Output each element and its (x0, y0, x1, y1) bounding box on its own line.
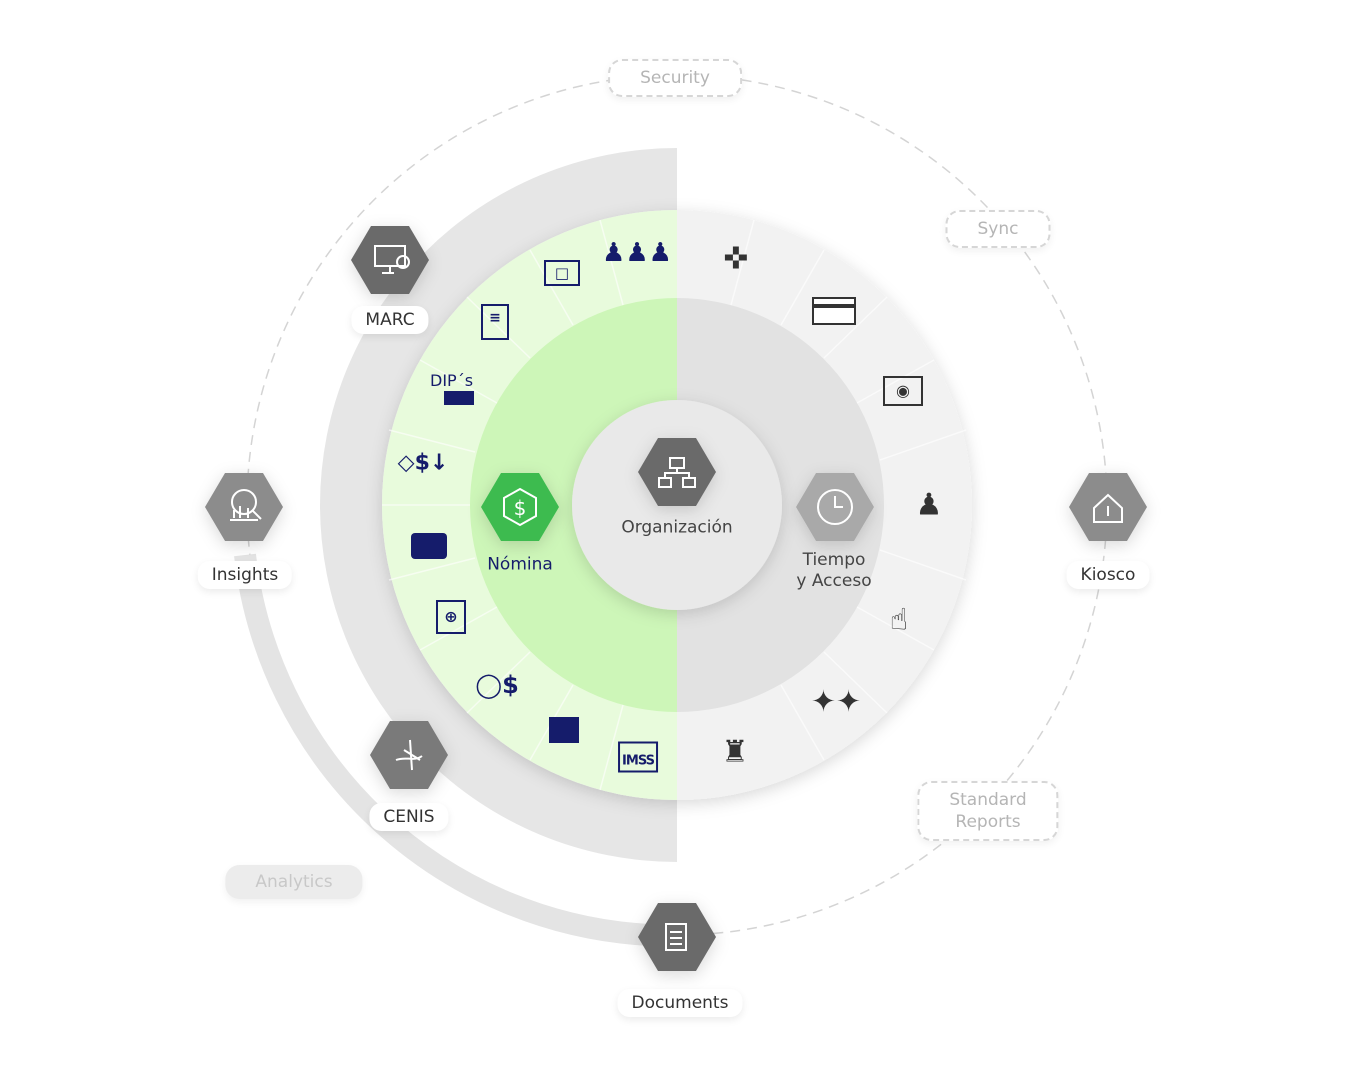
hexagons (205, 226, 1147, 971)
briefcase-icon[interactable] (411, 533, 447, 559)
home-info-icon (1093, 493, 1123, 523)
worker-icon[interactable]: ♜ (721, 734, 749, 770)
marc-label[interactable]: MARC (351, 306, 429, 334)
fingerprint-monitor-icon[interactable]: ◉ (883, 376, 923, 406)
document-add-icon[interactable]: ≡ (481, 304, 509, 340)
cart-icon[interactable]: □ (544, 260, 580, 286)
employees-icon[interactable]: ♟♟♟ (602, 238, 672, 268)
fork-knife-icon[interactable]: ✜ (723, 241, 749, 277)
dips-icon[interactable]: DIP´s (430, 371, 474, 405)
nomina-label[interactable]: Nómina (487, 554, 553, 575)
insights-label[interactable]: Insights (197, 561, 293, 589)
nomina-hexagon (481, 473, 559, 541)
credit-card-icon[interactable] (812, 297, 856, 325)
dips-text: DIP´s (430, 371, 474, 390)
dollar-icon (503, 487, 537, 527)
cenis-hexagon (370, 721, 448, 789)
tiempo-label-line2: y Acceso (796, 571, 872, 591)
safe-icon[interactable]: ⊕ (436, 600, 466, 634)
chart-magnifier-icon (230, 489, 262, 521)
signature-icon (395, 739, 423, 771)
imss-text: IMSS (622, 753, 655, 769)
documents-label[interactable]: Documents (617, 989, 743, 1017)
hand-pointer-icon[interactable]: ☝ (889, 602, 909, 638)
user-lock-icon[interactable]: ♟ (915, 487, 943, 523)
analytics-tag: Analytics (225, 865, 363, 899)
marc-hexagon (351, 226, 429, 294)
clock-icon (817, 489, 853, 525)
kiosco-label[interactable]: Kiosco (1066, 561, 1150, 589)
center-label[interactable]: Organización (621, 517, 733, 538)
documents-icon (665, 923, 687, 951)
people-walking-icon[interactable]: ✦✦ (810, 684, 862, 720)
cenis-label[interactable]: CENIS (369, 803, 449, 831)
standard-reports-line2: Reports (955, 812, 1021, 832)
org-chart-icon (658, 457, 696, 488)
insights-hexagon (205, 473, 283, 541)
dollar-glyph: $ (514, 496, 527, 520)
security-tag: Security (608, 59, 742, 97)
standard-reports-line1: Standard (949, 790, 1027, 810)
piggy-bank-icon[interactable]: ◯$ (475, 671, 519, 699)
imss-icon[interactable]: IMSS (618, 741, 658, 773)
computer-icon[interactable] (549, 717, 579, 743)
monitor-cfdi-icon (374, 245, 410, 274)
sync-tag: Sync (945, 210, 1051, 248)
segment-dividers (382, 219, 967, 791)
money-down-icon[interactable]: ◇$↓ (397, 450, 449, 476)
tiempo-label-line1: Tiempo (802, 550, 866, 570)
